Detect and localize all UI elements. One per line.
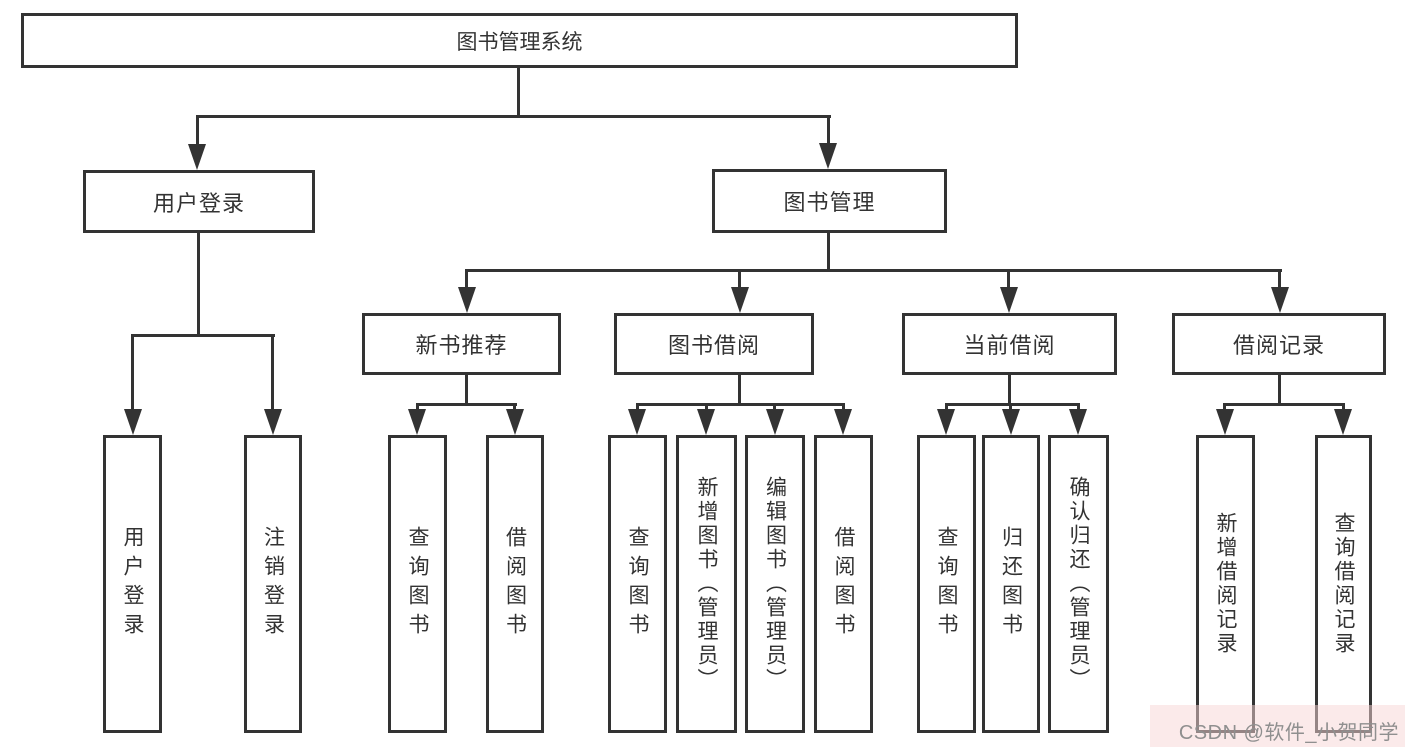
node-label: 借阅图书 xyxy=(832,526,855,642)
connector-stem xyxy=(416,403,419,412)
node-borrow-records: 借阅记录 xyxy=(1172,313,1386,375)
node-label: 查询图书 xyxy=(626,526,649,642)
node-label: 图书借阅 xyxy=(667,333,760,358)
connector-stem xyxy=(705,403,708,412)
arrow-down-icon xyxy=(188,144,206,170)
connector-stem xyxy=(271,334,274,412)
node-label: 新书推荐 xyxy=(415,333,508,358)
node-label: 借阅图书 xyxy=(503,526,527,642)
arrow-down-icon xyxy=(1000,287,1018,313)
watermark-background xyxy=(1150,705,1405,747)
node-label: 确认归还（管理员） xyxy=(1067,476,1090,692)
leaf-user-login: 用户登录 xyxy=(103,435,162,733)
connector-stem xyxy=(738,269,741,290)
connector-drop xyxy=(1278,375,1281,406)
arrow-down-icon xyxy=(408,409,426,435)
node-book-management: 图书管理 xyxy=(712,169,947,233)
arrow-down-icon xyxy=(819,143,837,169)
node-user-login: 用户登录 xyxy=(83,170,315,233)
leaf-query-books-recommend: 查询图书 xyxy=(388,435,447,733)
leaf-add-borrow-record: 新增借阅记录 xyxy=(1196,435,1255,733)
leaf-borrow-books-recommend: 借阅图书 xyxy=(486,435,544,733)
connector-split xyxy=(465,269,1282,272)
connector-stem xyxy=(842,403,845,412)
arrow-down-icon xyxy=(1002,409,1020,435)
node-label: 归还图书 xyxy=(999,526,1023,642)
node-current-borrow: 当前借阅 xyxy=(902,313,1117,375)
connector-stem xyxy=(636,403,639,412)
watermark-text: CSDN @软件_小贺同学 xyxy=(1178,722,1399,744)
connector-stem xyxy=(1342,403,1345,412)
leaf-logout: 注销登录 xyxy=(244,435,302,733)
arrow-down-icon xyxy=(124,409,142,435)
connector-stem xyxy=(1278,269,1281,290)
connector-root-drop xyxy=(517,68,520,117)
connector-stem xyxy=(1223,403,1226,412)
leaf-return-books: 归还图书 xyxy=(982,435,1040,733)
connector-drop xyxy=(1008,375,1011,406)
connector-split xyxy=(416,403,517,406)
leaf-query-borrow-record: 查询借阅记录 xyxy=(1315,435,1372,733)
node-label: 当前借阅 xyxy=(963,333,1056,358)
node-label: 注销登录 xyxy=(261,526,285,642)
arrow-down-icon xyxy=(506,409,524,435)
node-label: 用户登录 xyxy=(121,526,144,642)
node-label: 新增图书（管理员） xyxy=(695,476,718,692)
node-root-system: 图书管理系统 xyxy=(21,13,1018,68)
connector-drop xyxy=(827,233,830,272)
arrow-down-icon xyxy=(1069,409,1087,435)
connector-split xyxy=(636,403,845,406)
connector-split xyxy=(1223,403,1345,406)
arrow-down-icon xyxy=(1334,409,1352,435)
node-new-book-recommend: 新书推荐 xyxy=(362,313,561,375)
node-label: 查询借阅记录 xyxy=(1332,512,1355,656)
leaf-borrow-books: 借阅图书 xyxy=(814,435,873,733)
node-label: 图书管理系统 xyxy=(456,30,583,54)
arrow-down-icon xyxy=(697,409,715,435)
connector-stem xyxy=(945,403,948,412)
connector-drop xyxy=(197,232,200,336)
arrow-down-icon xyxy=(937,409,955,435)
node-label: 编辑图书（管理员） xyxy=(763,476,787,692)
node-label: 查询图书 xyxy=(935,526,958,642)
leaf-confirm-return-admin: 确认归还（管理员） xyxy=(1048,435,1109,733)
connector-split xyxy=(945,403,1080,406)
connector-drop xyxy=(465,375,468,406)
arrow-down-icon xyxy=(766,409,784,435)
arrow-down-icon xyxy=(458,287,476,313)
connector-stem xyxy=(1009,403,1012,412)
node-book-borrow: 图书借阅 xyxy=(614,313,814,375)
connector-stem xyxy=(1007,269,1010,290)
leaf-query-books-current: 查询图书 xyxy=(917,435,976,733)
connector-stem xyxy=(513,403,516,412)
connector-split xyxy=(131,334,275,337)
arrow-down-icon xyxy=(1271,287,1289,313)
node-label: 查询图书 xyxy=(406,526,429,642)
arrow-down-icon xyxy=(731,287,749,313)
arrow-down-icon xyxy=(834,409,852,435)
connector-stem xyxy=(773,403,776,412)
connector-stem xyxy=(1077,403,1080,412)
leaf-query-books: 查询图书 xyxy=(608,435,667,733)
node-label: 图书管理 xyxy=(783,190,876,215)
node-label: 用户登录 xyxy=(152,190,245,216)
connector-stem xyxy=(196,115,199,146)
connector-drop xyxy=(738,375,741,406)
arrow-down-icon xyxy=(628,409,646,435)
arrow-down-icon xyxy=(1216,409,1234,435)
leaf-edit-books-admin: 编辑图书（管理员） xyxy=(745,435,805,733)
arrow-down-icon xyxy=(264,409,282,435)
connector-stem xyxy=(827,115,830,146)
connector-stem xyxy=(465,269,468,290)
leaf-add-books-admin: 新增图书（管理员） xyxy=(676,435,737,733)
node-label: 新增借阅记录 xyxy=(1214,512,1237,656)
connector-root-split xyxy=(197,115,831,118)
connector-stem xyxy=(131,334,134,412)
node-label: 借阅记录 xyxy=(1232,333,1325,358)
